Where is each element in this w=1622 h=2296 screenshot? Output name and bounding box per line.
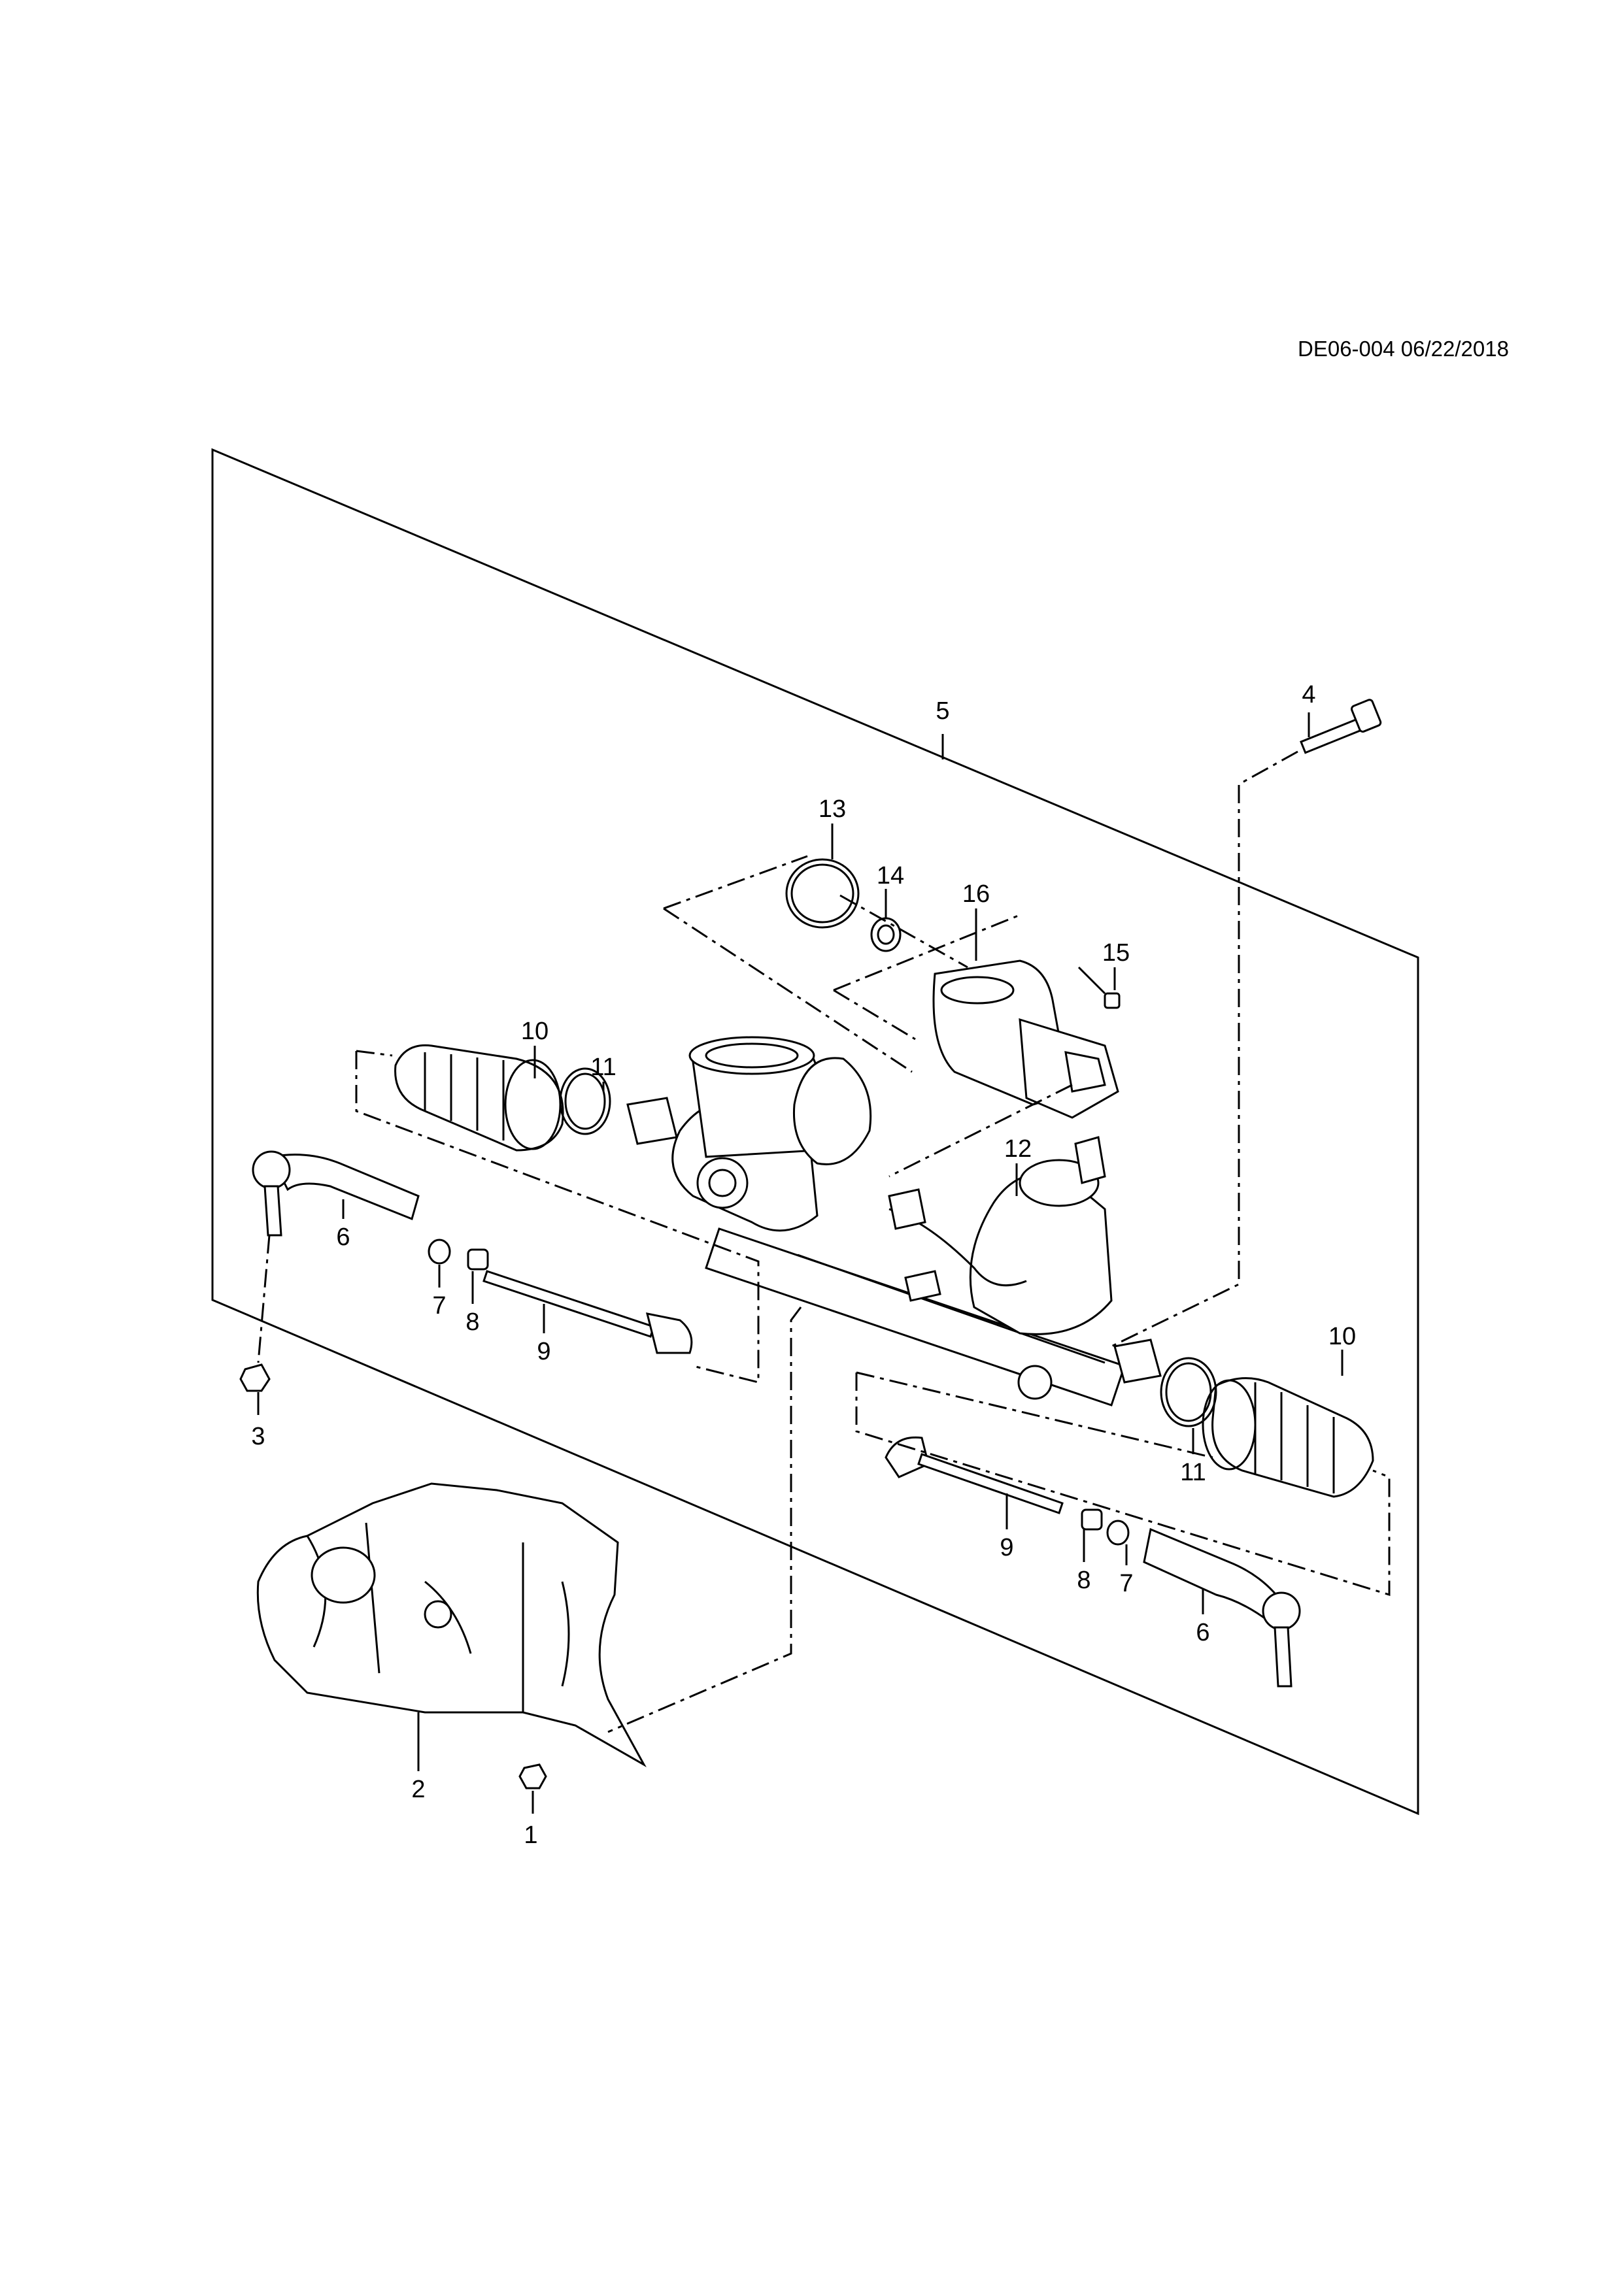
nut-left: [428, 1239, 451, 1265]
nut-3: [239, 1363, 271, 1392]
callout-13: 13: [819, 795, 846, 823]
callout-2: 2: [411, 1776, 425, 1803]
callout-10-right: 10: [1328, 1323, 1356, 1350]
nut-right: [1106, 1520, 1130, 1546]
callout-7-right: 7: [1119, 1570, 1133, 1597]
bolt-1: [518, 1763, 547, 1789]
tie-rod-left: [482, 1270, 693, 1354]
steering-gear-housing: [626, 1036, 1162, 1406]
mounting-bolt: [1300, 699, 1382, 754]
o-ring-seal: [785, 858, 860, 929]
callout-11-right: 11: [1180, 1459, 1206, 1486]
boot-right: [1202, 1377, 1374, 1498]
callout-15: 15: [1102, 939, 1130, 967]
callout-8-left: 8: [465, 1308, 479, 1336]
o-ring-seal-inner: [790, 863, 854, 923]
tie-rod-end-right: [1143, 1527, 1301, 1688]
callout-8-right: 8: [1077, 1567, 1090, 1594]
lock-nut-right: [1081, 1508, 1103, 1531]
tie-rod-end-left: [252, 1150, 420, 1237]
callout-3: 3: [251, 1423, 265, 1450]
callout-9-right: 9: [1000, 1534, 1013, 1561]
callouts: 1 2 3 4 5 6 6 7 7 8 8 9 9 10 10 11 11 12…: [251, 681, 1356, 1849]
bearing: [870, 917, 902, 952]
callout-11-left: 11: [590, 1054, 616, 1081]
electric-motor: [932, 959, 1119, 1119]
callout-12: 12: [1004, 1135, 1032, 1163]
lock-nut-left: [467, 1248, 489, 1271]
boot-left: [394, 1044, 564, 1152]
motor-bolt: [1077, 966, 1121, 1009]
callout-10-left: 10: [521, 1018, 549, 1045]
callout-1: 1: [524, 1822, 537, 1849]
callout-7-left: 7: [432, 1292, 446, 1320]
callout-16: 16: [962, 880, 990, 908]
assembly-lines: [257, 750, 1391, 1733]
callout-6-left: 6: [336, 1223, 350, 1251]
tie-rod-right: [885, 1436, 1064, 1514]
callout-4: 4: [1302, 681, 1315, 708]
heat-shield: [256, 1482, 647, 1767]
clamp-left: [559, 1067, 611, 1135]
clamp-right: [1160, 1357, 1217, 1427]
callout-14: 14: [877, 862, 904, 890]
document-id: DE06-004 06/22/2018: [1298, 337, 1509, 361]
callout-5: 5: [936, 697, 949, 725]
callout-6-right: 6: [1196, 1619, 1209, 1646]
leader-lines: [257, 712, 1343, 1814]
assembly-panel: [211, 448, 1419, 1816]
callout-9-left: 9: [537, 1338, 550, 1365]
